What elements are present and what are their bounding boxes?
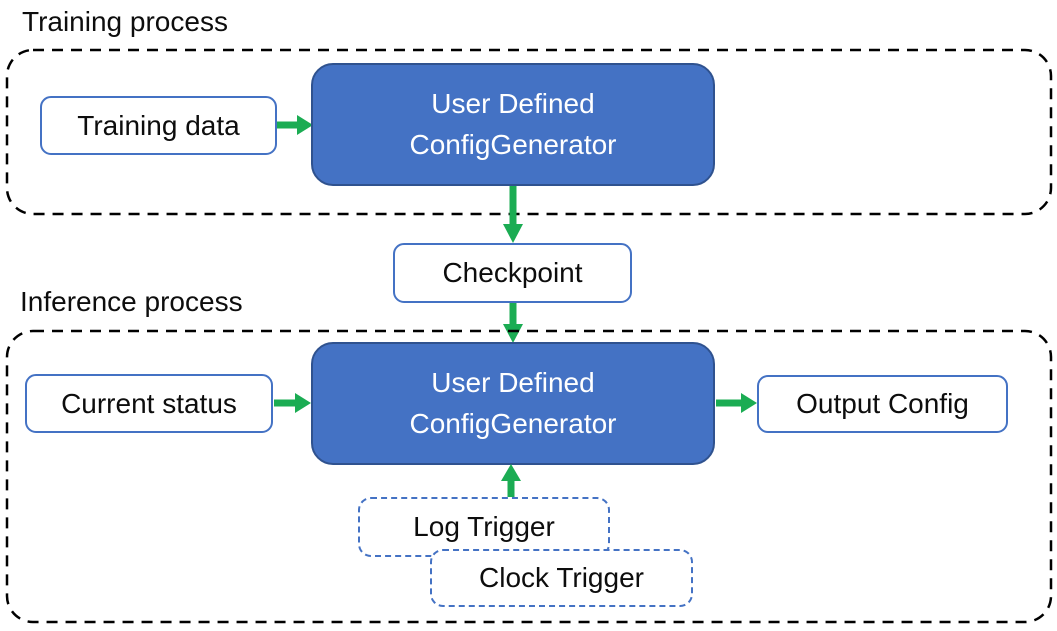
training-data-box: Training data bbox=[40, 96, 277, 155]
clock-trigger-label: Clock Trigger bbox=[479, 562, 644, 593]
current-status-box: Current status bbox=[25, 374, 273, 433]
training-config-generator-line1: User Defined bbox=[431, 87, 595, 119]
log-trigger-label: Log Trigger bbox=[413, 511, 555, 542]
checkpoint-label: Checkpoint bbox=[442, 257, 583, 288]
inference-config-generator-box: User Defined ConfigGenerator bbox=[311, 342, 715, 465]
training-process-label: Training process bbox=[22, 6, 228, 37]
training-data-label: Training data bbox=[77, 109, 240, 141]
inference-config-generator-line1: User Defined bbox=[431, 366, 595, 398]
output-config-label: Output Config bbox=[796, 388, 969, 419]
current-status-label: Current status bbox=[61, 387, 237, 419]
output-config-box: Output Config bbox=[757, 375, 1008, 433]
clock-trigger-box: Clock Trigger bbox=[430, 549, 693, 607]
arrow-current-status-to-generator bbox=[274, 391, 311, 415]
arrow-down-icon bbox=[503, 303, 523, 343]
inference-process-label: Inference process bbox=[20, 286, 243, 317]
arrow-right-icon bbox=[277, 115, 313, 135]
arrow-triggers-to-generator bbox=[499, 464, 523, 498]
arrow-generator-to-checkpoint bbox=[501, 186, 525, 243]
inference-config-generator-line2: ConfigGenerator bbox=[409, 407, 617, 439]
arrow-training-data-to-generator bbox=[277, 113, 313, 137]
checkpoint-box: Checkpoint bbox=[393, 243, 632, 303]
arrow-checkpoint-to-inference-generator bbox=[501, 303, 525, 343]
training-config-generator-box: User Defined ConfigGenerator bbox=[311, 63, 715, 186]
arrow-down-icon bbox=[503, 186, 523, 243]
arrow-up-icon bbox=[501, 464, 521, 498]
arrow-right-icon bbox=[716, 393, 757, 413]
arrow-generator-to-output-config bbox=[716, 391, 757, 415]
log-trigger-box: Log Trigger bbox=[358, 497, 610, 557]
arrow-right-icon bbox=[274, 393, 311, 413]
training-config-generator-line2: ConfigGenerator bbox=[409, 128, 617, 160]
